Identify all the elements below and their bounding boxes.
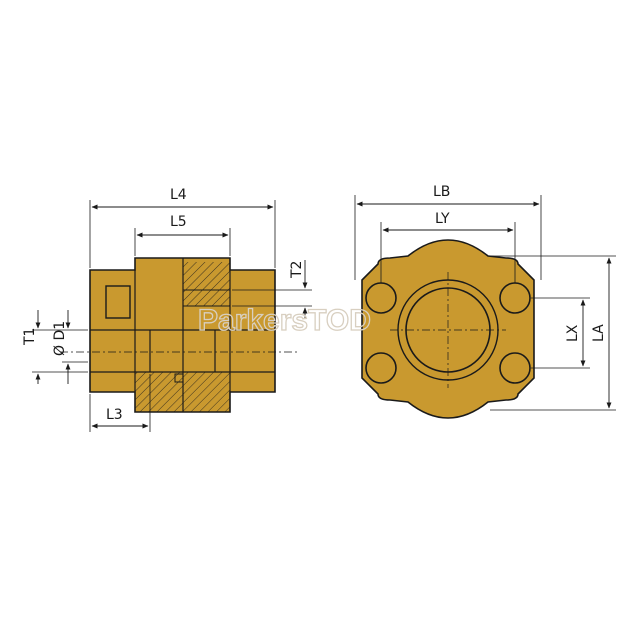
side-view: L4 L5 L3 T1 Ø D1 T2 (22, 187, 312, 432)
dim-T2: T2 (289, 261, 305, 279)
flange-body (361, 239, 535, 419)
side-nipple (105, 285, 131, 319)
bolt-hole-bl (365, 352, 397, 384)
side-section-hatch-right (183, 262, 230, 306)
dim-LY: LY (435, 211, 450, 227)
dim-L3: L3 (106, 407, 123, 423)
bolt-hole-br (499, 352, 531, 384)
dim-LA: LA (591, 324, 607, 342)
dim-L5: L5 (170, 214, 187, 230)
watermark: ParkersTOD (198, 304, 371, 337)
front-view: LB LY LX LA (354, 184, 616, 419)
dim-T1: T1 (22, 328, 38, 346)
dim-LX: LX (565, 324, 581, 342)
dim-L4: L4 (170, 187, 187, 203)
dim-LB: LB (433, 184, 450, 200)
dim-D1: Ø D1 (52, 321, 68, 356)
